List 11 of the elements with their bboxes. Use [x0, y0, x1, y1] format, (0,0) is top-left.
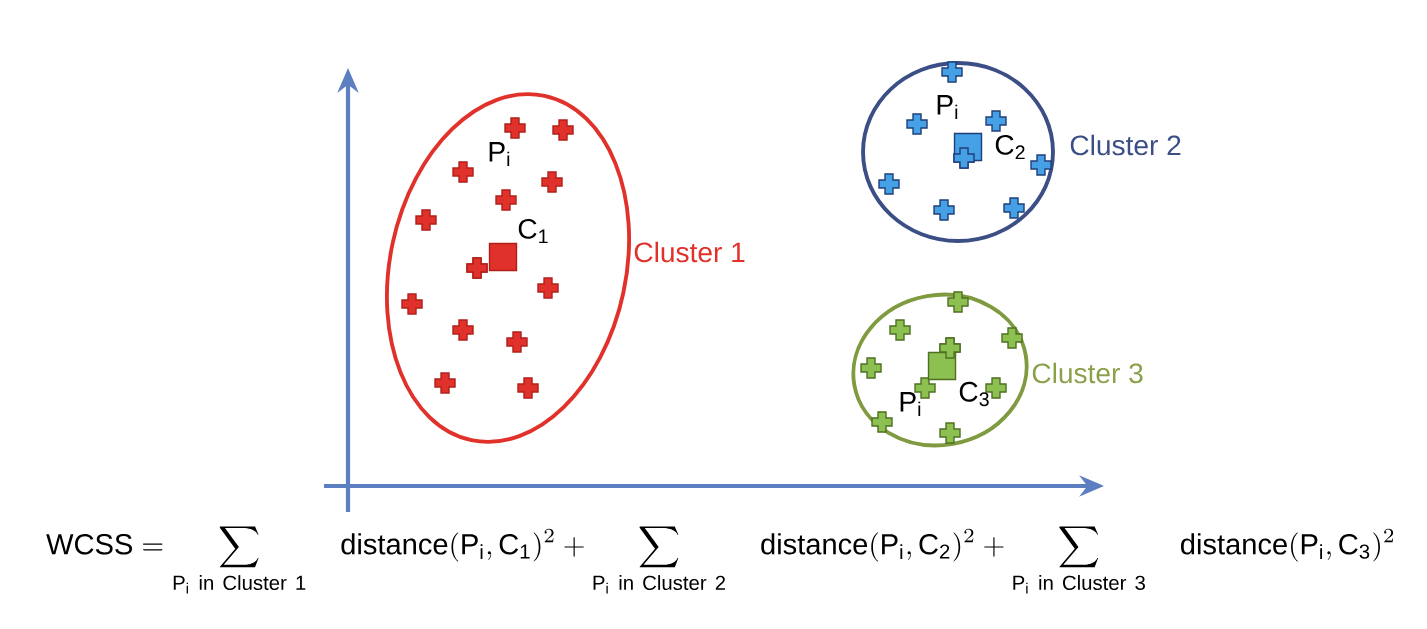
wcss-formula: $\mathrm{WCSS}=\sum_{\mathrm{P_i\ in\ Cluster\ 1}}\quad\mathrm{distance}(\mathrm{P_i},\mathrm{C_1})^2+\sum_{\mathrm{P_i\ in\ Cluster\ 2}}\quad\mathrm{distance}(\mathrm{P_i},\mathrm{C_2})^2+\sum_{\mathrm{P_i\ in\ Cluster\ 3}}\quad\mathrm{distance}(\mathrm{P_i},\mathrm{C_3})^2$: [46, 526, 1394, 594]
centroid-square: C$_{1}$: [488, 218, 548, 272]
point-label: P$_{i}$: [937, 95, 958, 119]
node-label: Cluster 1: [634, 241, 745, 263]
node-label: Cluster 2: [1070, 134, 1181, 156]
node-label: C$_{2}$: [995, 134, 1025, 160]
point-label: P$_{i}$: [489, 142, 510, 166]
point-label: P$_{i}$: [900, 392, 921, 416]
node-label: Cluster 3: [1032, 362, 1143, 384]
node-label: C$_{1}$: [518, 218, 548, 244]
node-label: C$_{3}$: [959, 381, 989, 407]
